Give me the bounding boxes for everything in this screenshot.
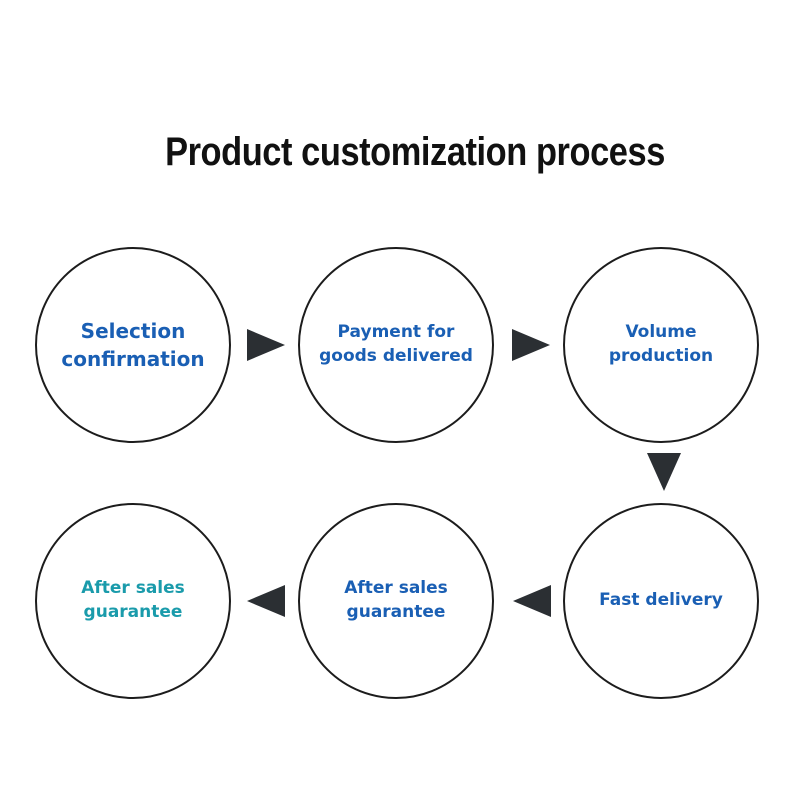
step-payment-for-goods-delivered: Payment for goods delivered [298, 247, 494, 443]
arrow-down-icon [647, 453, 681, 491]
step-label-line1: Selection [80, 319, 186, 343]
step-fast-delivery: Fast delivery [563, 503, 759, 699]
arrow-right-icon [247, 329, 285, 361]
step-after-sales-guarantee: After sales guarantee [298, 503, 494, 699]
step-label-line2: production [608, 346, 714, 366]
diagram-title: Product customization process [165, 130, 665, 174]
step-label-line1: After sales [344, 578, 448, 599]
step-label-line2: guarantee [83, 602, 183, 622]
step-label-line1: After sales [81, 578, 185, 599]
step-selection-confirmation: Selection confirmation [35, 247, 231, 443]
step-label-line2: goods delivered [319, 346, 473, 366]
arrow-left-icon [513, 585, 551, 617]
step-label-line2: guarantee [346, 602, 446, 622]
step-label-line2: confirmation [61, 347, 205, 371]
step-volume-production: Volume production [563, 247, 759, 443]
step-label-line1: Volume [625, 322, 697, 343]
arrow-right-icon [512, 329, 550, 361]
arrow-left-icon [247, 585, 285, 617]
step-label-line1: Payment for [337, 322, 455, 343]
step-after-sales-guarantee-final: After sales guarantee [35, 503, 231, 699]
step-label-line1: Fast delivery [599, 590, 723, 611]
